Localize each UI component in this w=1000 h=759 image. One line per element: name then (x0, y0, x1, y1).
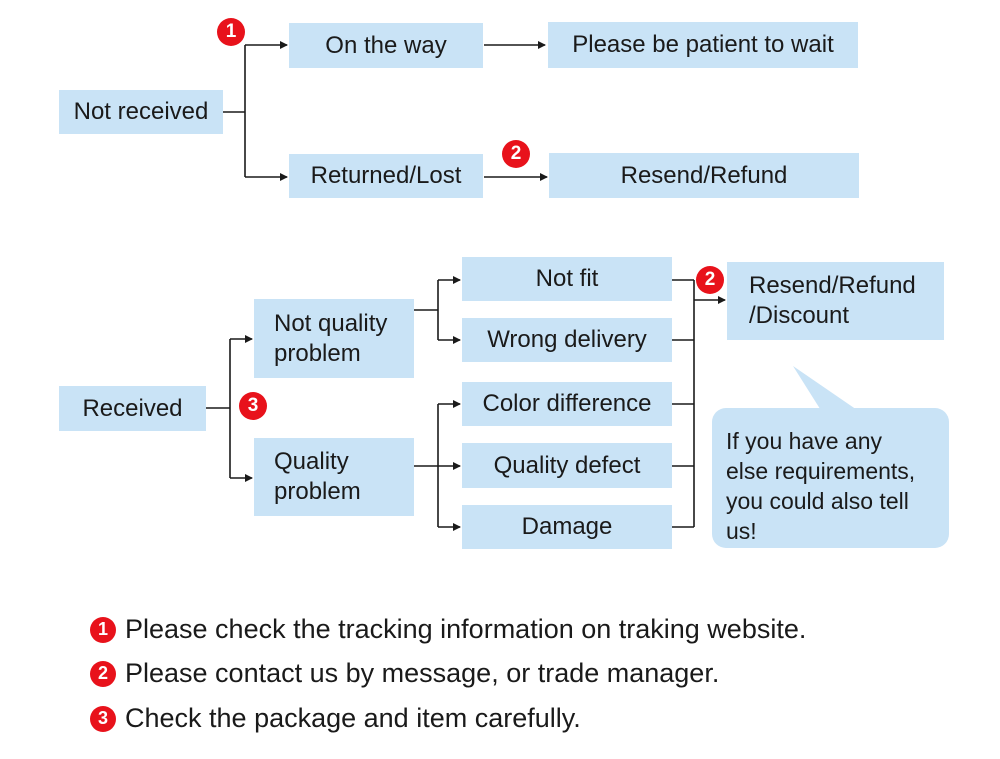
outcome-line-1: Resend/Refund (749, 272, 916, 299)
bubble-line-1: If you have any (726, 428, 882, 454)
wrong-delivery-label: Wrong delivery (487, 326, 647, 353)
on-the-way-label: On the way (325, 31, 447, 59)
note-2: 2 Please contact us by message, or trade… (90, 658, 719, 689)
damage-node: Damage (462, 505, 672, 549)
note-badge-3: 3 (90, 705, 116, 732)
quality-problem-node: Quality problem (254, 438, 414, 516)
speech-bubble: If you have any else requirements, you c… (712, 408, 949, 548)
badge-three: 3 (239, 392, 267, 420)
wrong-delivery-node: Wrong delivery (462, 318, 672, 362)
badge-two-bottom: 2 (696, 266, 724, 294)
not-quality-line-2: problem (274, 339, 361, 367)
received-label: Received (82, 394, 183, 422)
not-received-label: Not received (73, 98, 209, 125)
returned-lost-label: Returned/Lost (310, 162, 462, 189)
returned-lost-node: Returned/Lost (289, 154, 483, 198)
note-text-2: Please contact us by message, or trade m… (125, 658, 720, 688)
quality-defect-node: Quality defect (462, 443, 672, 488)
not-quality-problem-node: Not quality problem (254, 299, 414, 378)
note-3: 3 Check the package and item carefully. (90, 703, 581, 734)
please-wait-node: Please be patient to wait (548, 22, 858, 68)
quality-defect-label: Quality defect (493, 451, 641, 479)
not-fit-label: Not fit (535, 265, 599, 292)
color-difference-label: Color difference (482, 390, 652, 417)
bubble-line-2: else requirements, (726, 458, 916, 484)
badge-one: 1 (217, 18, 245, 46)
bubble-line-3: you could also tell (726, 488, 909, 514)
please-wait-label: Please be patient to wait (572, 31, 834, 58)
badge-two-top: 2 (502, 140, 530, 168)
note-text-3: Check the package and item carefully. (125, 703, 581, 733)
outcome-node: Resend/Refund /Discount (727, 262, 944, 340)
resend-refund-label: Resend/Refund (620, 161, 788, 189)
on-the-way-node: On the way (289, 23, 483, 68)
received-node: Received (59, 386, 206, 431)
quality-problem-line-2: problem (274, 478, 361, 505)
not-fit-node: Not fit (462, 257, 672, 301)
quality-problem-line-1: Quality (274, 448, 349, 475)
color-difference-node: Color difference (462, 382, 672, 426)
bubble-line-4: us! (726, 518, 757, 544)
damage-label: Damage (521, 513, 613, 540)
note-text-1: Please check the tracking information on… (125, 614, 807, 644)
note-1: 1 Please check the tracking information … (90, 614, 806, 645)
note-badge-1: 1 (90, 616, 116, 643)
outcome-line-2: /Discount (749, 302, 850, 329)
speech-bubble-tail (793, 366, 860, 412)
not-quality-line-1: Not quality (274, 309, 388, 337)
note-badge-2: 2 (90, 660, 116, 687)
not-received-node: Not received (59, 90, 223, 134)
resend-refund-node: Resend/Refund (549, 153, 859, 198)
